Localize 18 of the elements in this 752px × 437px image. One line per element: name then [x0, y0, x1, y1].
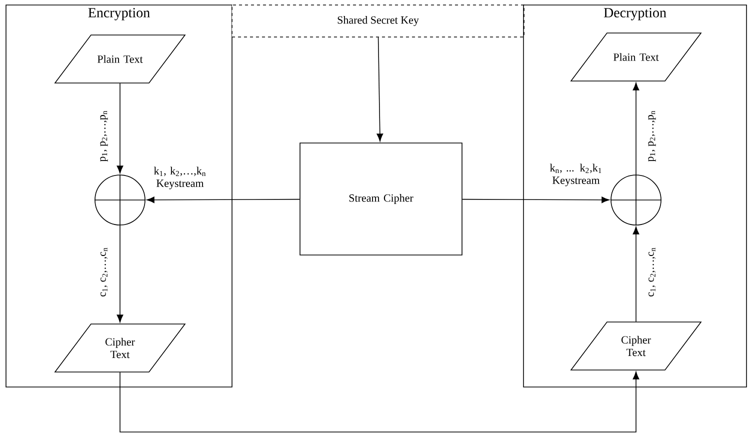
edge-label: c$_{1}$, c$_{2}$,…,c$_{n}$ [100, 248, 108, 296]
edge-label: k$_{1}$, k$_{2}$,…,k$_{n}$ Keystream [154, 166, 206, 190]
arrow [632, 82, 640, 175]
arrow [120, 372, 640, 432]
edge-label: c$_{1}$, c$_{2}$,…,c$_{n}$ [648, 248, 656, 296]
arrow [146, 196, 300, 204]
arrow [376, 37, 384, 142]
edge-label: k$_{n}$, ... k$_{2}$,k$_{1}$ Keystream [550, 164, 602, 186]
process-box: Stream Cipher [300, 142, 462, 256]
arrow [116, 83, 124, 174]
xor-symbol [94, 174, 146, 226]
key-box: Shared Secret Key [232, 4, 524, 38]
arrow [116, 225, 124, 322]
edge-label: p$_{1}$, p$_{2}$,…,p$_{n}$ [100, 110, 108, 162]
xor-symbol [610, 174, 662, 226]
edge-label: p$_{1}$, p$_{2}$,…,p$_{n}$ [648, 110, 656, 162]
arrow [462, 196, 610, 204]
arrow [632, 226, 640, 322]
